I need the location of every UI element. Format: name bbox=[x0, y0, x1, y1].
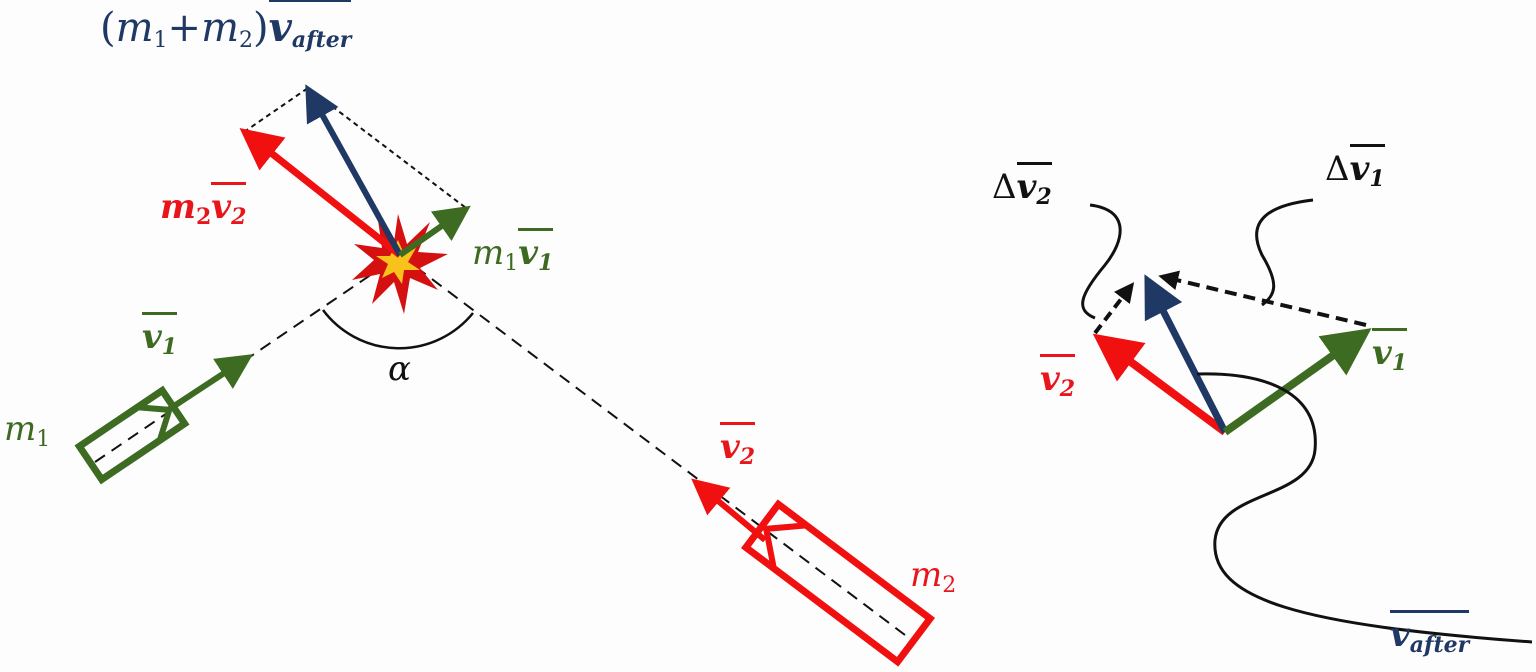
angle-alpha-label: α bbox=[388, 349, 411, 389]
right-v2-arrow bbox=[1092, 333, 1228, 436]
mass2-label: m2 bbox=[910, 555, 957, 598]
v2-label: v2 bbox=[720, 422, 756, 468]
vafter-leader bbox=[1196, 372, 1533, 644]
total-momentum-label: (m1+m2)vafter bbox=[100, 0, 352, 52]
right-v2-label: v2 bbox=[1040, 354, 1076, 400]
right-v1-label: v1 bbox=[1372, 328, 1408, 374]
delta-v1-label: Δv1 bbox=[1325, 144, 1385, 190]
dv1-leader bbox=[1255, 198, 1314, 307]
mass2-box bbox=[740, 499, 936, 667]
delta-v2-label: Δv2 bbox=[992, 162, 1052, 208]
m2-path-line bbox=[399, 254, 906, 636]
m1v1-label: m1v1 bbox=[472, 228, 554, 275]
right-v1-arrow bbox=[1222, 328, 1372, 436]
dv2-arrow bbox=[1093, 282, 1135, 335]
parallelogram-dashes bbox=[243, 86, 467, 209]
v2-arrow bbox=[691, 478, 767, 543]
m2v2-arrow bbox=[239, 127, 403, 258]
mass1-box bbox=[74, 385, 190, 485]
total-momentum-arrow bbox=[305, 84, 403, 257]
right-vafter-arrow bbox=[1144, 274, 1229, 434]
dv2-leader bbox=[1081, 203, 1122, 320]
m2v2-label: m2v2 bbox=[160, 182, 247, 228]
m1v1-arrow bbox=[398, 205, 471, 258]
angle-arc bbox=[321, 309, 474, 350]
v1-arrow bbox=[166, 354, 254, 413]
mass1-label: m1 bbox=[4, 409, 51, 452]
v1-label: v1 bbox=[142, 312, 178, 358]
right-vafter-label: vafter bbox=[1390, 610, 1470, 656]
explosion-icon bbox=[352, 214, 448, 314]
m1-path-line bbox=[94, 254, 401, 463]
